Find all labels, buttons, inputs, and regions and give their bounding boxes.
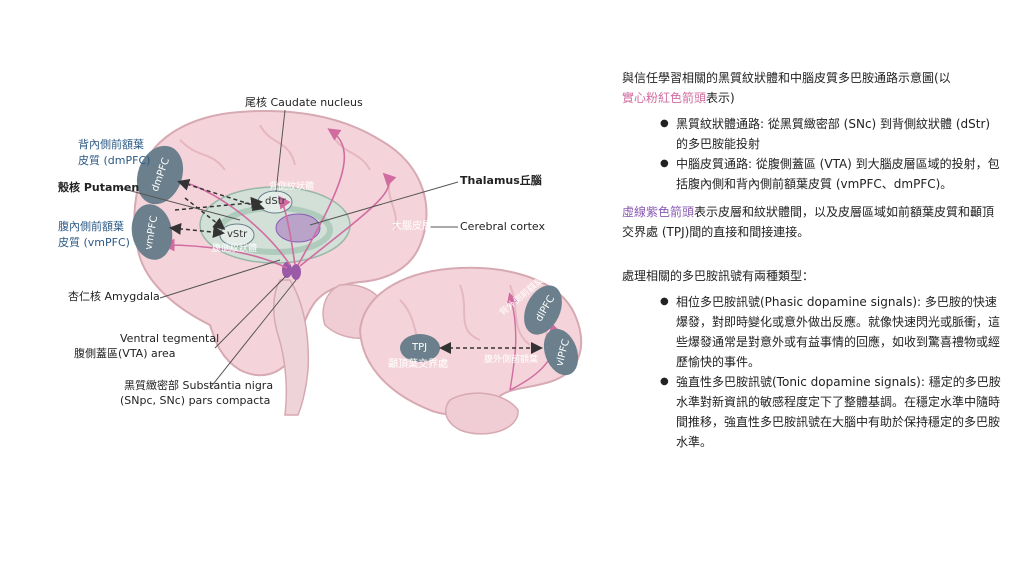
label-snc-1: 黑質緻密部 Substantia nigra [124, 379, 274, 392]
dmpfc-node [136, 145, 184, 205]
brain-illustration [119, 109, 583, 435]
signal-types-list: 相位多巴胺訊號(Phasic dopamine signals): 多巴胺的快速… [622, 292, 1002, 452]
types-title: 處理相關的多巴胺訊號有兩種類型： [622, 269, 815, 283]
snc-node [291, 264, 301, 280]
pathway-list: 黑質紋狀體通路: 從黑質緻密部 (SNc) 到背側紋狀體 (dStr) 的多巴胺… [622, 114, 1002, 194]
label-vmpfc-zh2: 皮質 (vmPFC) [58, 236, 130, 249]
label-dmpfc-zh2: 皮質 (dmPFC) [78, 154, 151, 167]
label-dmpfc-zh1: 背內側前額葉 [78, 138, 144, 151]
label-snc-2: (SNpc, SNc) pars compacta [120, 394, 271, 407]
intro-paragraph: 與信任學習相關的黑質紋狀體和中腦皮質多巴胺通路示意圖(以實心粉紅色箭頭表示) [622, 68, 1002, 108]
intro-text-1: 與信任學習相關的黑質紋狀體和中腦皮質多巴胺通路示意圖(以 [622, 71, 951, 85]
label-vta-en: Ventral tegmental [120, 332, 220, 345]
intro-pink-text: 實心粉紅色箭頭 [622, 91, 707, 105]
label-tpj: TPJ [412, 342, 428, 353]
label-cortex: Cerebral cortex [460, 220, 545, 233]
pathway-item: 中腦皮質通路: 從腹側蓋區 (VTA) 到大腦皮層區域的投射，包括腹內側和背內側… [660, 154, 1002, 194]
brainstem [273, 279, 310, 416]
label-ventral-str-zh: 腹側紋狀體 [212, 244, 258, 254]
brain-dopamine-diagram: 尾核 Caudate nucleus 背內側前額葉 皮質 (dmPFC) 殼核 … [40, 70, 600, 490]
label-putamen: 殼核 Putamen [58, 181, 140, 194]
vlpfc-node [543, 328, 579, 376]
label-dstr: dStr [265, 196, 286, 207]
pathway-item: 黑質紋狀體通路: 從黑質緻密部 (SNc) 到背側紋狀體 (dStr) 的多巴胺… [660, 114, 1002, 154]
dlpfc-node [524, 285, 562, 335]
label-cortex-zh: 大腦皮層 [392, 221, 432, 232]
signal-type-item: 強直性多巴胺訊號(Tonic dopamine signals): 穩定的多巴胺… [660, 372, 1002, 452]
label-vlpfc-zh: 腹外側前額葉 [484, 355, 539, 365]
dashed-paragraph: 虛線紫色箭頭表示皮層和紋狀體間，以及皮層區域如前額葉皮質和顳頂交界處 (TPJ)… [622, 202, 1002, 242]
label-vstr: vStr [227, 229, 248, 240]
tpj-node [400, 334, 440, 362]
label-tpj-zh: 顳頂葉交界處 [388, 359, 448, 370]
label-caudate: 尾核 Caudate nucleus [245, 96, 363, 109]
label-thalamus: Thalamus丘腦 [460, 174, 542, 187]
dashed-purple-text: 虛線紫色箭頭 [622, 205, 695, 219]
label-vta-zh: 腹側蓋區(VTA) area [74, 347, 176, 360]
vmpfc-node [131, 204, 173, 260]
label-amygdala: 杏仁核 Amygdala [68, 290, 160, 303]
intro-text-2: 表示) [706, 91, 735, 105]
label-dorsal-str-zh: 背側紋狀體 [269, 182, 315, 192]
label-vmpfc-zh1: 腹內側前額葉 [58, 220, 124, 233]
signal-type-item: 相位多巴胺訊號(Phasic dopamine signals): 多巴胺的快速… [660, 292, 1002, 372]
dashed-rest-text: 表示皮層和紋狀體間，以及皮層區域如前額葉皮質和顳頂交界處 (TPJ)間的直接和間… [622, 205, 995, 239]
